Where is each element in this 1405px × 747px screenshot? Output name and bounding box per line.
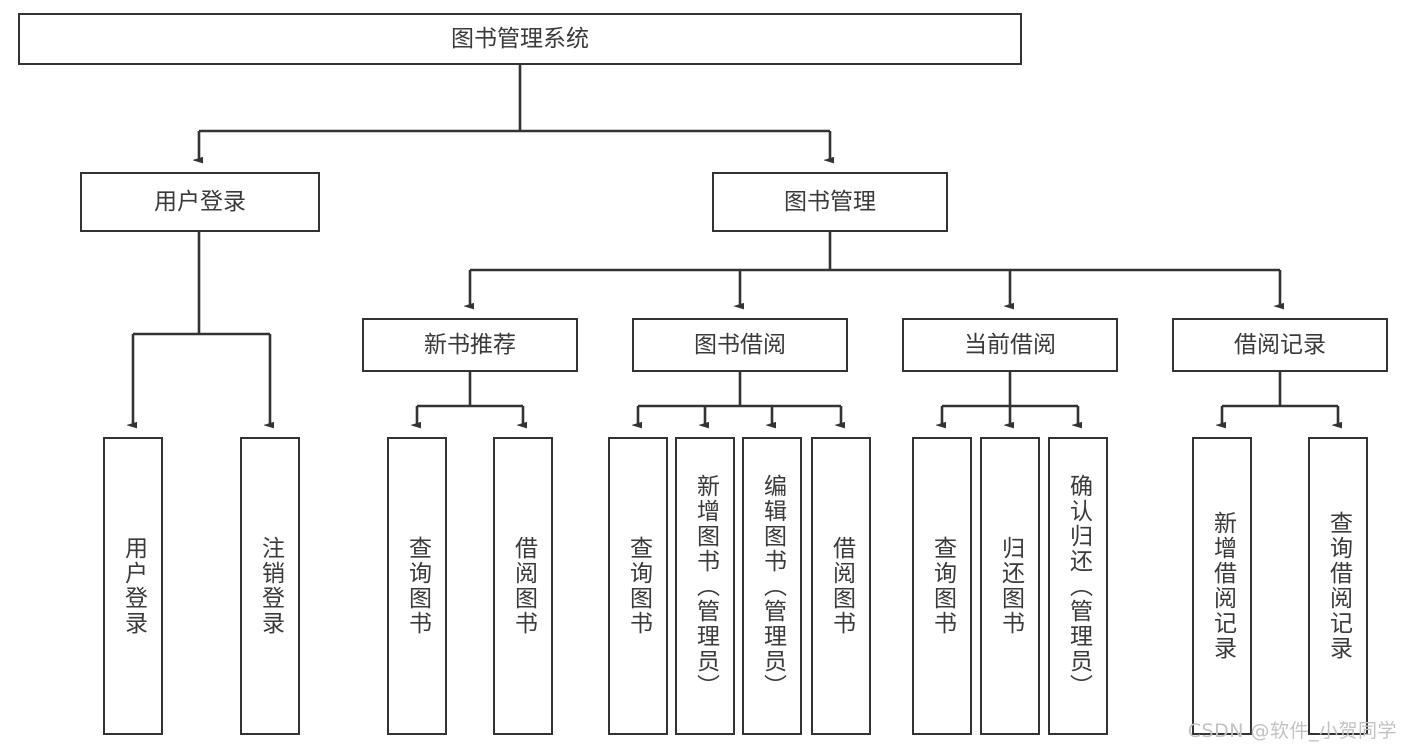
node-label: 注销登录 [257, 536, 284, 636]
node-label: 查询图书 [625, 536, 652, 636]
node-leaf-edit-book[interactable]: 编辑图书（管理员） [742, 437, 802, 735]
node-label: 借阅图书 [510, 536, 537, 636]
node-label: 查询图书 [404, 536, 431, 636]
node-leaf-logout[interactable]: 注销登录 [240, 437, 300, 735]
node-borrow-record[interactable]: 借阅记录 [1172, 318, 1388, 372]
node-leaf-confirm-return[interactable]: 确认归还（管理员） [1048, 437, 1108, 735]
node-leaf-add-record[interactable]: 新增借阅记录 [1192, 437, 1252, 735]
node-label: 查询图书 [929, 536, 956, 636]
node-leaf-query-book-2[interactable]: 查询图书 [608, 437, 668, 735]
node-leaf-return-book[interactable]: 归还图书 [980, 437, 1040, 735]
csdn-watermark: CSDN @软件_小贺同学 [1187, 720, 1397, 742]
node-book-borrow[interactable]: 图书借阅 [632, 318, 848, 372]
node-leaf-query-book-3[interactable]: 查询图书 [912, 437, 972, 735]
node-label: 确认归还（管理员） [1065, 473, 1092, 699]
node-label: 新书推荐 [424, 331, 516, 358]
node-label: 编辑图书（管理员） [759, 473, 786, 699]
node-new-book-recommend[interactable]: 新书推荐 [362, 318, 578, 372]
node-book-manage[interactable]: 图书管理 [712, 172, 948, 232]
node-leaf-query-record[interactable]: 查询借阅记录 [1308, 437, 1368, 735]
node-label: 新增借阅记录 [1209, 511, 1236, 661]
node-leaf-query-book-1[interactable]: 查询图书 [387, 437, 447, 735]
node-label: 归还图书 [997, 536, 1024, 636]
node-root-system[interactable]: 图书管理系统 [18, 13, 1022, 65]
node-label: 图书管理 [784, 188, 876, 215]
node-label: 用户登录 [120, 536, 147, 636]
node-leaf-borrow-book-1[interactable]: 借阅图书 [493, 437, 553, 735]
node-label: 当前借阅 [964, 331, 1056, 358]
node-label: 借阅记录 [1234, 331, 1326, 358]
node-leaf-borrow-book-2[interactable]: 借阅图书 [811, 437, 871, 735]
node-label: 图书管理系统 [451, 25, 589, 52]
node-label: 查询借阅记录 [1325, 511, 1352, 661]
node-leaf-user-login[interactable]: 用户登录 [103, 437, 163, 735]
node-leaf-add-book[interactable]: 新增图书（管理员） [675, 437, 735, 735]
node-label: 用户登录 [154, 188, 246, 215]
node-label: 图书借阅 [694, 331, 786, 358]
node-current-borrow[interactable]: 当前借阅 [902, 318, 1118, 372]
node-label: 新增图书（管理员） [692, 473, 719, 699]
node-label: 借阅图书 [828, 536, 855, 636]
node-user-login[interactable]: 用户登录 [80, 172, 320, 232]
